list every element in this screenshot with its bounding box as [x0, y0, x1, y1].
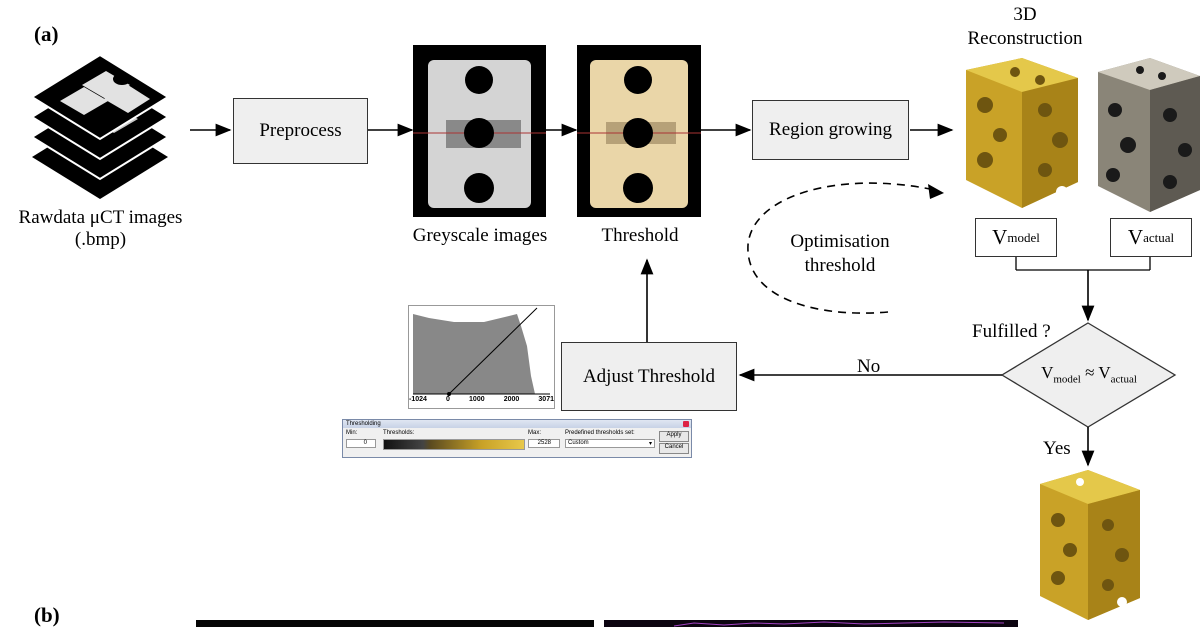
histogram-axis: -1024 0 1000 2000 3071: [409, 396, 554, 403]
region-growing-label: Region growing: [769, 119, 892, 140]
recon-label-line1: 3D: [1013, 4, 1037, 25]
fulfilled-label: Fulfilled ?: [972, 321, 1051, 342]
apply-button[interactable]: Apply: [659, 431, 689, 442]
raw-label-line1: Rawdata μCT images: [18, 207, 183, 228]
v-model-main: V: [992, 225, 1008, 249]
panel-b-image-right: [604, 620, 1018, 627]
dialog-title: Thresholding: [346, 421, 381, 427]
decision-label: Vmodel ≈ Vactual: [1010, 363, 1168, 385]
panel-label-b: (b): [34, 603, 60, 627]
decision-a-main: V: [1041, 363, 1054, 382]
cancel-button[interactable]: Cancel: [659, 443, 689, 454]
min-input[interactable]: 0: [346, 439, 376, 448]
thresholds-label: Thresholds:: [383, 430, 415, 436]
adjust-threshold-box: Adjust Threshold: [561, 342, 737, 411]
close-icon[interactable]: [683, 421, 689, 427]
preprocess-box: Preprocess: [233, 98, 368, 164]
histogram-panel: -1024 0 1000 2000 3071: [408, 305, 555, 409]
v-actual-sub: actual: [1143, 229, 1175, 245]
optimisation-line2: threshold: [804, 255, 876, 276]
histogram-tick: 1000: [469, 396, 485, 403]
histogram-tick: -1024: [409, 396, 427, 403]
recon-label-line2: Reconstruction: [967, 28, 1083, 49]
v-actual-main: V: [1127, 225, 1144, 249]
predef-label: Predefined thresholds set:: [565, 430, 635, 436]
threshold-range-slider[interactable]: [383, 439, 525, 450]
preset-select[interactable]: Custom ▾: [565, 439, 655, 448]
chevron-down-icon: ▾: [648, 441, 652, 447]
decision-b-sub: actual: [1110, 373, 1137, 386]
decision-operator: ≈: [1085, 363, 1095, 382]
decision-a-sub: model: [1053, 373, 1081, 386]
panel-b-image-left: [196, 620, 594, 627]
panel-label-a: (a): [34, 22, 59, 46]
optimisation-line1: Optimisation: [790, 231, 890, 252]
histogram-tick: 2000: [503, 396, 520, 403]
decision-b-main: V: [1098, 363, 1111, 382]
min-label: Min:: [346, 430, 358, 436]
dialog-titlebar: Thresholding: [343, 420, 691, 428]
max-input[interactable]: 2528: [528, 439, 560, 448]
greyscale-label: Greyscale images: [412, 225, 548, 246]
v-model-sub: model: [1007, 229, 1040, 245]
yes-label: Yes: [1043, 438, 1071, 459]
preprocess-label: Preprocess: [259, 120, 342, 141]
thresholding-dialog: Thresholding Min: Thresholds: Max: Prede…: [342, 419, 692, 458]
histogram-tick: 0: [446, 396, 450, 403]
max-label: Max:: [528, 430, 542, 436]
raw-label-line2: (.bmp): [74, 229, 127, 250]
no-label: No: [857, 356, 881, 377]
adjust-threshold-label: Adjust Threshold: [582, 365, 716, 387]
histogram-tick: 3071: [538, 396, 554, 403]
preset-value: Custom: [568, 440, 589, 446]
optimisation-loop: [747, 182, 936, 314]
panel-b-plot-line: [673, 621, 1005, 627]
histogram-plot: [413, 307, 550, 396]
region-growing-box: Region growing: [752, 100, 909, 160]
threshold-label: Threshold: [601, 225, 679, 246]
